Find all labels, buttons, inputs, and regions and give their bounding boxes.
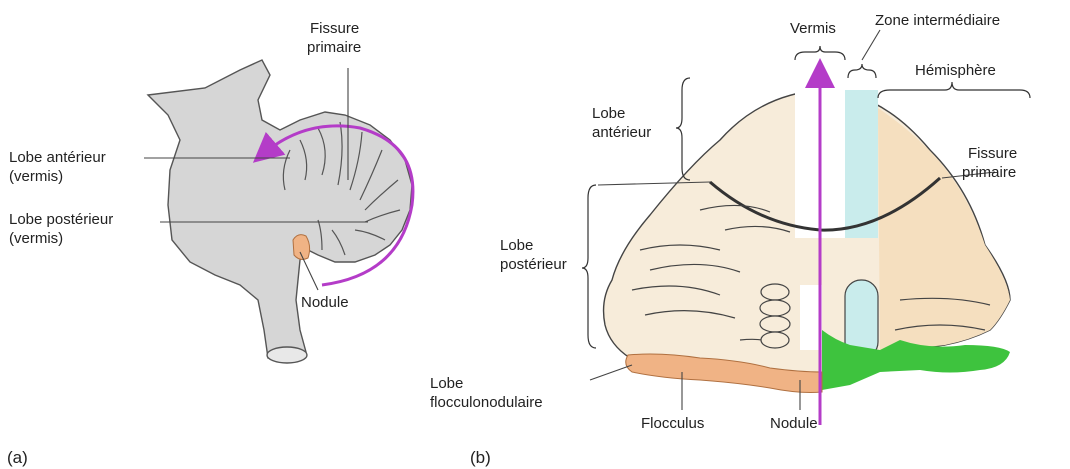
panel-tag-b: (b) — [470, 448, 491, 467]
brainstem-shape — [148, 60, 412, 358]
label-lobe-flocculonodulaire-2: flocculonodulaire — [430, 394, 543, 411]
label-lobe-posterieur-a-1: Lobe postérieur — [9, 211, 113, 228]
panel-b: Vermis Zone intermédiaire Hémisphère Lob… — [430, 12, 1030, 467]
label-nodule-b: Nodule — [770, 415, 818, 432]
label-vermis: Vermis — [790, 20, 836, 37]
label-lobe-anterieur-a-1: Lobe antérieur — [9, 149, 106, 166]
label-lobe-anterieur-b-2: antérieur — [592, 124, 651, 141]
label-fissure-primaire-a-2: primaire — [307, 39, 361, 56]
zone-intermediaire-strip — [845, 90, 878, 238]
label-lobe-flocculonodulaire-1: Lobe — [430, 375, 463, 392]
label-hemisphere: Hémisphère — [915, 62, 996, 79]
label-fissure-primaire-b-1: Fissure — [968, 145, 1017, 162]
label-lobe-anterieur-b-1: Lobe — [592, 105, 625, 122]
label-lobe-anterieur-a-2: (vermis) — [9, 168, 63, 185]
label-flocculus: Flocculus — [641, 415, 704, 432]
label-fissure-primaire-b-2: primaire — [962, 164, 1016, 181]
label-lobe-posterieur-b-1: Lobe — [500, 237, 533, 254]
label-fissure-primaire-a-1: Fissure — [310, 20, 359, 37]
panel-tag-a: (a) — [7, 448, 28, 467]
label-zone-intermediaire: Zone intermédiaire — [875, 12, 1000, 29]
label-lobe-posterieur-a-2: (vermis) — [9, 230, 63, 247]
brainstem-cut-end — [267, 347, 307, 363]
label-lobe-posterieur-b-2: postérieur — [500, 256, 567, 273]
panel-a: Fissure primaire Lobe antérieur (vermis)… — [7, 20, 413, 467]
label-nodule-a: Nodule — [301, 294, 349, 311]
